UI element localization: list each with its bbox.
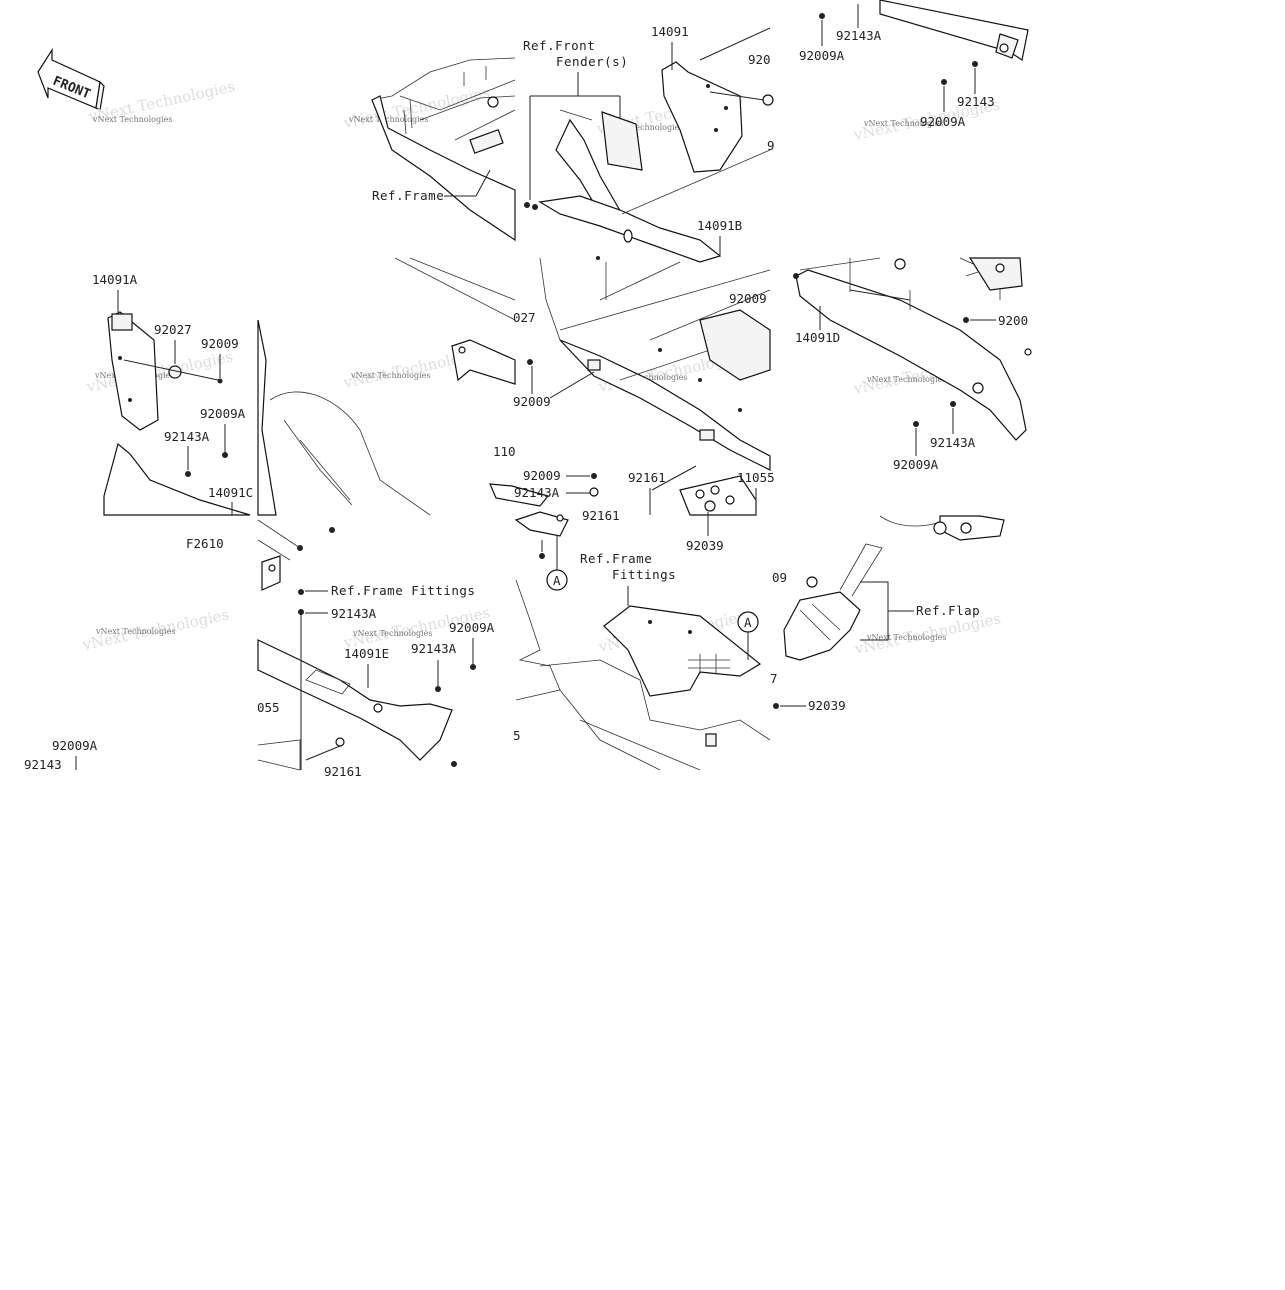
label-92009-1: 92009 xyxy=(201,336,239,351)
label-92039-2: 92039 xyxy=(808,698,846,713)
label-92009-3: 92009 xyxy=(523,468,561,483)
label-92009-cut: 92009 xyxy=(729,291,767,306)
label-92143-2: 92143 xyxy=(24,757,62,772)
ref-frame-label: Ref.Frame xyxy=(372,188,444,203)
label-92143a-3: 92143A xyxy=(514,485,560,500)
watermark-bg-2: vNext Technologies xyxy=(341,83,491,132)
part-14091b-upper-drawing xyxy=(819,0,1029,85)
part-14091d-callouts: 14091D 9200 92143A 92009A xyxy=(795,306,1028,472)
watermark-8: vNext Technologies xyxy=(866,375,946,384)
label-92143a-2: 92143A xyxy=(164,429,210,444)
label-14091: 14091 xyxy=(651,24,689,39)
ref-frame-fittings-2: Fittings xyxy=(612,567,676,582)
part-14091c-callouts: 92009A 92143A 14091C xyxy=(164,406,253,515)
ref-flap-label: Ref.Flap xyxy=(916,603,980,618)
watermark-7: vNext Technologies xyxy=(607,373,687,382)
label-92027: 92027 xyxy=(154,322,192,337)
label-14091c: 14091C xyxy=(208,485,253,500)
figure-code: F2610 xyxy=(186,536,224,551)
floor-panel-drawing: 92161 5 xyxy=(513,508,771,771)
front-fender-callout: Ref.Front Fender(s) xyxy=(523,38,628,200)
main-frame-callouts: 92009 110 92009 xyxy=(493,291,767,459)
front-fender-drawing xyxy=(524,109,643,221)
label-92161-cut: 92161 xyxy=(582,508,620,523)
label-5-cut: 5 xyxy=(513,728,521,743)
label-11055-1: 11055 xyxy=(737,470,775,485)
label-7-cut: 7 xyxy=(770,671,778,686)
label-09-cut: 09 xyxy=(772,570,787,585)
watermark-10: vNext Technologies xyxy=(352,629,432,638)
bracket-11055-drawing xyxy=(489,473,757,516)
watermark-1: vNext Technologies xyxy=(92,115,172,124)
label-92009a-2: 92009A xyxy=(920,114,966,129)
label-92009a-1: 92009A xyxy=(799,48,845,63)
main-frame-drawing xyxy=(527,256,771,471)
part-14091a-drawing xyxy=(107,311,223,431)
upper-right-callouts: 92143A 92009A 92143 92009A xyxy=(799,4,995,129)
label-14091d: 14091D xyxy=(795,330,840,345)
bracket-callouts: 92009 92143A 92161 11055 xyxy=(514,465,775,515)
label-92009a-6: 92009A xyxy=(449,620,495,635)
label-14091e: 14091E xyxy=(344,646,389,661)
watermark-12: vNext Technologies xyxy=(866,633,946,642)
frame-top-drawing xyxy=(371,57,516,242)
label-14091a: 14091A xyxy=(92,272,138,287)
part-14091a-callouts: 14091A 92027 92009 xyxy=(92,272,239,378)
ref-frame-fittings-inline: Ref.Frame Fittings xyxy=(331,583,475,598)
flap-drawing xyxy=(773,515,1005,709)
label-92009a-4: 92009A xyxy=(893,457,939,472)
ref-front-fender-label-2: Fender(s) xyxy=(556,54,628,69)
part-14091-callout: 14091 920 9 xyxy=(651,24,775,153)
callout-a-label-1: A xyxy=(553,573,561,588)
ref-front-fender-label-1: Ref.Front xyxy=(523,38,595,53)
watermark-6: vNext Technologies xyxy=(350,371,430,380)
part-14091-drawing xyxy=(661,27,774,173)
watermark-9: vNext Technologies xyxy=(95,627,175,636)
part-14091c-drawing xyxy=(103,442,251,516)
label-92143a-6: 92143A xyxy=(411,641,457,656)
label-92009a-3: 92009A xyxy=(200,406,246,421)
label-92143-1: 92143 xyxy=(957,94,995,109)
ref-frame-callout: Ref.Frame xyxy=(372,169,491,203)
part-14091e-drawing xyxy=(257,519,476,771)
frame-rail-top: 14091B xyxy=(538,149,771,263)
watermarks: vNext Technologies vNext Technologies vN… xyxy=(80,77,1002,658)
label-920-cut: 920 xyxy=(748,52,771,67)
label-110-cut: 110 xyxy=(493,444,516,459)
part-14091e-callouts: Ref.Frame Fittings 92143A 92009A 92143A … xyxy=(257,583,495,779)
watermark-4: vNext Technologies xyxy=(863,119,943,128)
front-arrow-icon: FRONT xyxy=(37,47,105,111)
bottom-left-callouts: 92009A 92143 xyxy=(24,738,98,772)
part-14091d-drawing xyxy=(793,257,1032,441)
label-055-cut: 055 xyxy=(257,700,280,715)
label-9-cut: 9 xyxy=(767,138,775,153)
label-92009a-5: 92009A xyxy=(52,738,98,753)
label-92143a-5: 92143A xyxy=(331,606,377,621)
label-92009-2: 92009 xyxy=(513,394,551,409)
floor-panel-callouts: Ref.Frame Fittings A A 92039 xyxy=(546,512,759,660)
flap-callouts: 09 Ref.Flap 7 92039 xyxy=(770,570,980,713)
label-14091b: 14091B xyxy=(697,218,742,233)
label-92143a-4: 92143A xyxy=(930,435,976,450)
watermark-3: vNext Technologies xyxy=(603,123,683,132)
body-side-drawing: 027 xyxy=(257,257,536,516)
callout-a-label-2: A xyxy=(744,615,752,630)
label-9200-cut: 9200 xyxy=(998,313,1028,328)
watermark-2: vNext Technologies xyxy=(348,115,428,124)
ref-frame-fittings-1: Ref.Frame xyxy=(580,551,652,566)
label-92161-1: 92161 xyxy=(628,470,666,485)
label-92161-2: 92161 xyxy=(324,764,362,779)
label-92143a-1: 92143A xyxy=(836,28,882,43)
label-027-cut: 027 xyxy=(513,310,536,325)
label-92039-1: 92039 xyxy=(686,538,724,553)
